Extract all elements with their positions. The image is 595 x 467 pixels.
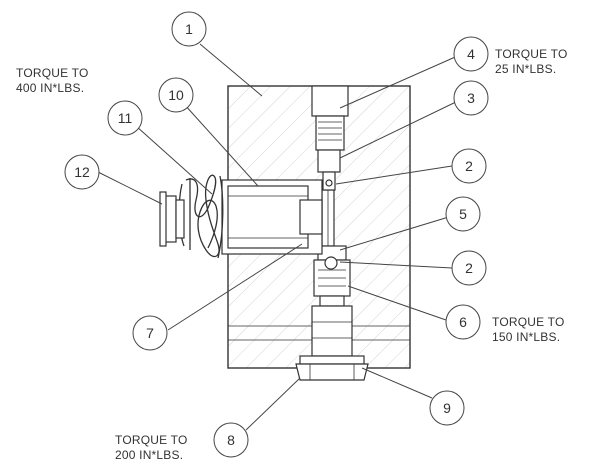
spring bbox=[178, 174, 224, 259]
balloon-8: 8 bbox=[213, 422, 249, 458]
balloon-2-lower: 2 bbox=[451, 250, 487, 286]
svg-text:5: 5 bbox=[459, 206, 467, 222]
svg-text:200 IN*LBS.: 200 IN*LBS. bbox=[115, 448, 183, 462]
balloon-6: 6 bbox=[445, 304, 481, 340]
svg-text:9: 9 bbox=[443, 400, 451, 416]
balloon-1: 1 bbox=[171, 11, 207, 47]
balloon-7: 7 bbox=[132, 315, 168, 351]
balloon-11: 11 bbox=[107, 100, 143, 136]
balloon-10: 10 bbox=[158, 77, 194, 113]
balloon-2-upper: 2 bbox=[451, 148, 487, 184]
leader-lines bbox=[97, 43, 463, 431]
svg-text:TORQUE TO: TORQUE TO bbox=[115, 433, 187, 447]
svg-text:7: 7 bbox=[146, 325, 154, 341]
torque-note-150: TORQUE TO 150 IN*LBS. bbox=[492, 315, 564, 344]
balloon-4: 4 bbox=[453, 36, 489, 72]
svg-text:TORQUE TO: TORQUE TO bbox=[16, 66, 88, 80]
top-plug bbox=[311, 85, 349, 191]
svg-text:8: 8 bbox=[227, 432, 235, 448]
svg-text:TORQUE TO: TORQUE TO bbox=[492, 315, 564, 329]
svg-text:10: 10 bbox=[168, 87, 184, 103]
svg-text:6: 6 bbox=[459, 314, 467, 330]
svg-text:25 IN*LBS.: 25 IN*LBS. bbox=[495, 62, 556, 76]
svg-text:2: 2 bbox=[465, 158, 473, 174]
svg-text:3: 3 bbox=[467, 90, 475, 106]
svg-text:11: 11 bbox=[118, 110, 133, 126]
svg-text:TORQUE TO: TORQUE TO bbox=[495, 47, 567, 61]
svg-text:400 IN*LBS.: 400 IN*LBS. bbox=[16, 81, 84, 95]
balloon-12: 12 bbox=[64, 154, 100, 190]
svg-text:12: 12 bbox=[74, 164, 90, 180]
bottom-fitting bbox=[295, 305, 369, 381]
torque-note-25: TORQUE TO 25 IN*LBS. bbox=[495, 47, 567, 76]
balloon-5: 5 bbox=[445, 196, 481, 232]
torque-note-200: TORQUE TO 200 IN*LBS. bbox=[115, 433, 187, 462]
balloon-9: 9 bbox=[429, 390, 465, 426]
knob bbox=[159, 191, 185, 247]
svg-text:2: 2 bbox=[465, 260, 473, 276]
central-bore bbox=[321, 189, 335, 247]
balloon-3: 3 bbox=[453, 80, 489, 116]
svg-text:1: 1 bbox=[185, 21, 193, 37]
svg-text:4: 4 bbox=[467, 46, 475, 62]
side-port bbox=[221, 179, 323, 255]
svg-text:150 IN*LBS.: 150 IN*LBS. bbox=[492, 330, 560, 344]
torque-note-400: TORQUE TO 400 IN*LBS. bbox=[16, 66, 88, 95]
